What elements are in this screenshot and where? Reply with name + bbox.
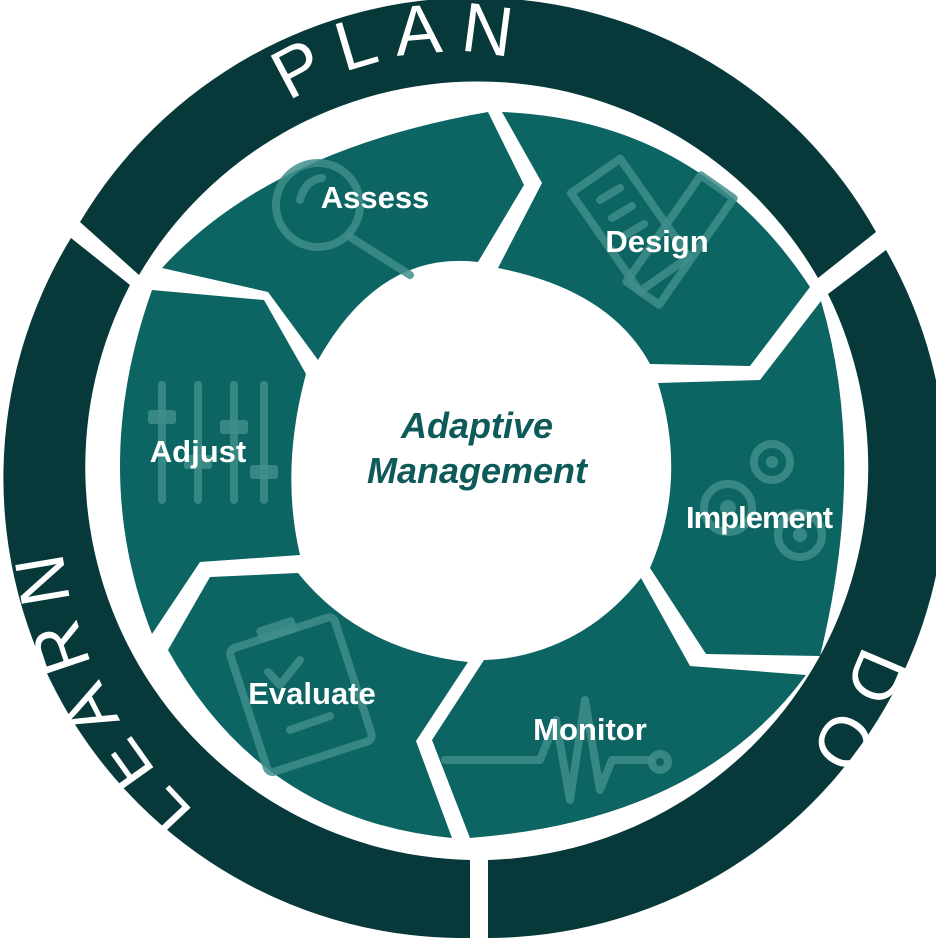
gears-icon xyxy=(700,440,826,561)
stage-evaluate xyxy=(168,573,468,838)
center-circle xyxy=(292,284,668,660)
stage-implement xyxy=(650,301,845,656)
center-title-line2: Management xyxy=(367,450,589,491)
sliders-icon xyxy=(148,381,278,504)
outer-ring xyxy=(3,0,936,938)
stage-label-implement: Implement xyxy=(686,500,833,535)
ring-label-plan: PLAN xyxy=(259,0,534,114)
stage-label-design: Design xyxy=(605,224,708,259)
heartbeat-icon xyxy=(441,696,672,804)
stage-label-evaluate: Evaluate xyxy=(248,676,376,711)
stage-monitor xyxy=(432,578,806,838)
clipboard-icon xyxy=(226,613,376,776)
ring-segment-do xyxy=(488,250,936,938)
ruler-pencil-icon xyxy=(567,154,738,309)
ring-segment-plan xyxy=(80,0,876,278)
stage-cycle xyxy=(120,112,845,838)
center-title-line1: Adaptive xyxy=(400,405,553,446)
stage-adjust xyxy=(120,290,306,634)
stage-label-assess: Assess xyxy=(321,180,430,215)
magnifier-icon xyxy=(272,159,414,279)
ring-segment-learn xyxy=(3,238,470,938)
stage-label-monitor: Monitor xyxy=(533,712,647,747)
stage-label-adjust: Adjust xyxy=(150,434,246,469)
